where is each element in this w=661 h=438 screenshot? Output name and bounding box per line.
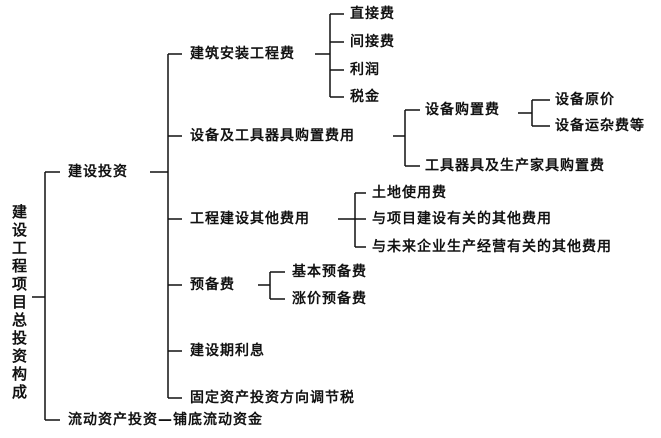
- other-costs-label: 工程建设其他费用: [190, 211, 310, 227]
- reserve-item: 基本预备费: [292, 264, 367, 280]
- tools-label: 工具器具及生产家具购置费: [425, 158, 605, 174]
- equipment-label: 设备及工具器具购置费用: [190, 128, 355, 144]
- building-item: 利润: [350, 62, 380, 78]
- root-label: 建设工程项目总投资构成: [12, 203, 28, 401]
- reserve-item: 涨价预备费: [292, 291, 367, 307]
- tax-label: 固定资产投资方向调节税: [190, 390, 355, 406]
- building-item: 直接费: [350, 6, 395, 22]
- interest-label: 建设期利息: [190, 343, 265, 359]
- equipment-purchase-item: 设备运杂费等: [555, 118, 645, 134]
- equipment-purchase-label: 设备购置费: [425, 102, 500, 118]
- construction-investment-label: 建设投资: [68, 164, 128, 180]
- building-item: 税金: [350, 89, 380, 105]
- building-install-label: 建筑安装工程费: [190, 46, 295, 62]
- equipment-purchase-item: 设备原价: [555, 92, 615, 108]
- reserve-label: 预备费: [190, 277, 235, 293]
- other-costs-item: 与项目建设有关的其他费用: [372, 211, 552, 227]
- current-assets-label: 流动资产投资—铺底流动资金: [68, 412, 263, 428]
- other-costs-item: 土地使用费: [372, 185, 447, 201]
- other-costs-item: 与未来企业生产经营有关的其他费用: [372, 239, 612, 255]
- building-item: 间接费: [350, 34, 395, 50]
